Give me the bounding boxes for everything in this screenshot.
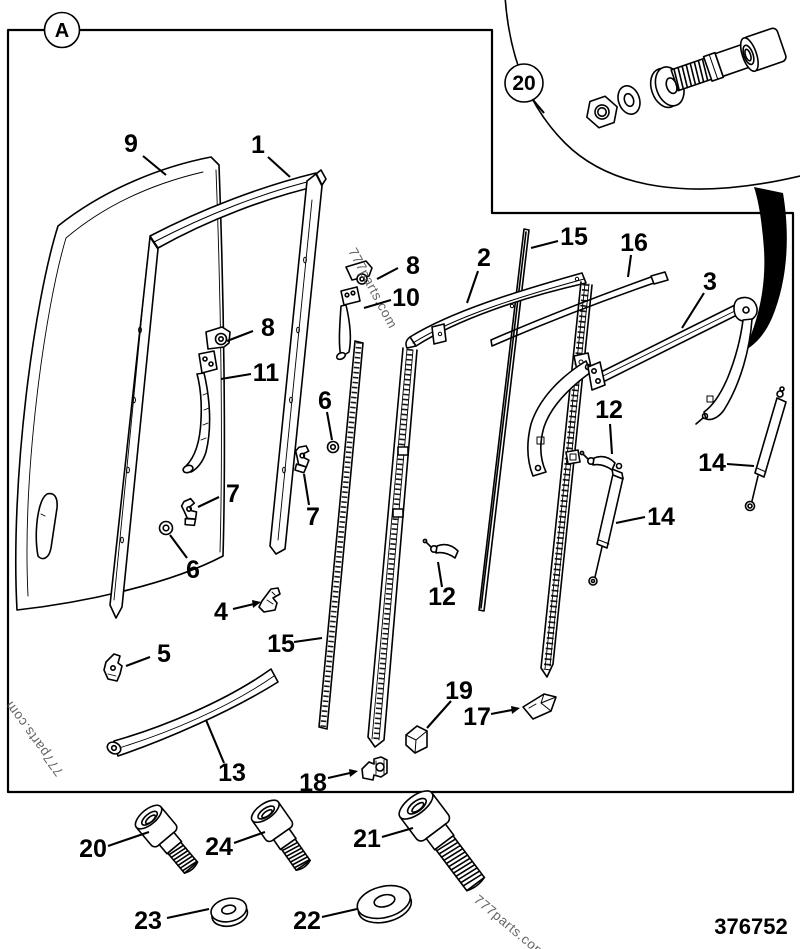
callout-18: 18 [299, 769, 327, 797]
part-12-right-lever [579, 450, 616, 471]
callout-9: 9 [124, 130, 138, 158]
callout-2: 2 [477, 244, 491, 272]
detail-a-circle [43, 11, 81, 49]
callout-12-right: 12 [595, 396, 623, 424]
part-14-strut-right [744, 386, 787, 512]
part-6-right-nut [326, 440, 340, 454]
part-18-clip [361, 756, 388, 781]
callout-10: 10 [392, 284, 420, 312]
leader-lines [107, 155, 755, 920]
callout-6-left: 6 [186, 556, 200, 584]
callout-20-bottom: 20 [79, 835, 107, 863]
figure-border: A [6, 11, 795, 794]
callout-24: 24 [205, 833, 233, 861]
part-10-bracket [335, 286, 361, 361]
part-6-left-grommet [158, 520, 174, 536]
callout-14-right: 14 [698, 449, 726, 477]
part-14-strut-center [588, 462, 624, 586]
callout-20-detail: 20 [512, 72, 535, 95]
callout-4: 4 [214, 598, 228, 626]
detail-a-label: A [55, 20, 69, 42]
part-15-strip-left [318, 340, 364, 730]
detail-washer-large [649, 66, 685, 109]
part-5-clip [103, 653, 123, 682]
callout-16: 16 [620, 229, 648, 257]
callout-8-center: 8 [406, 252, 420, 280]
callout-17: 17 [463, 703, 491, 731]
detail-bolt [670, 27, 787, 92]
part-1-frame [109, 169, 327, 619]
part-19-block [405, 725, 428, 754]
part-21-screw [393, 784, 494, 899]
detail-bubble-20 [504, 0, 800, 351]
callout-12-left: 12 [428, 583, 456, 611]
callout-3: 3 [703, 268, 717, 296]
part-20-screw [130, 800, 206, 881]
pointer-swoosh [744, 187, 787, 351]
callout-6-right: 6 [318, 387, 332, 415]
callout-1: 1 [251, 131, 265, 159]
part-12-left-lever [422, 538, 459, 559]
callout-13: 13 [218, 759, 246, 787]
callout-21: 21 [353, 825, 381, 853]
glass-handle-cutout [35, 492, 58, 560]
callout-11: 11 [253, 359, 280, 387]
callout-22: 22 [293, 907, 321, 935]
callout-numbers: 9 1 8 10 8 11 2 15 16 3 6 7 7 6 4 5 15 1… [79, 72, 726, 935]
callout-7-left: 7 [226, 480, 240, 508]
part-4-clip [258, 587, 281, 613]
watermark-bottom-right: 777parts.com [471, 892, 549, 949]
callout-23: 23 [134, 907, 162, 935]
part-8-center-bracket [345, 260, 373, 285]
detail-20-circle [504, 63, 544, 103]
part-24-screw [247, 795, 319, 877]
part-22-washer [356, 884, 413, 924]
callout-15-top: 15 [560, 223, 588, 251]
part-8-left-bracket [205, 326, 231, 350]
callout-14-center: 14 [647, 503, 675, 531]
part-23-washer [210, 897, 249, 928]
part-15-strip-top [478, 228, 530, 612]
part-9-glass [14, 156, 226, 611]
callout-19: 19 [445, 677, 473, 705]
part-13-seal [106, 668, 279, 757]
leader-20-detail [532, 99, 545, 114]
part-7-right-clamp [293, 444, 311, 474]
callout-7-right: 7 [306, 503, 320, 531]
callout-5: 5 [157, 640, 171, 668]
part-17-wedge [522, 693, 557, 720]
doc-number: 376752 [714, 914, 787, 939]
part-3-arm [587, 296, 758, 425]
detail-nut [586, 95, 618, 129]
detail-washer-small [617, 85, 641, 115]
callout-8-left: 8 [261, 314, 275, 342]
callout-15-left: 15 [267, 630, 295, 658]
part-16-strip [490, 271, 669, 347]
watermark-bottom-left: 777parts.com [2, 698, 66, 779]
part-2-frame [367, 272, 593, 748]
part-11-bracket [182, 350, 218, 474]
